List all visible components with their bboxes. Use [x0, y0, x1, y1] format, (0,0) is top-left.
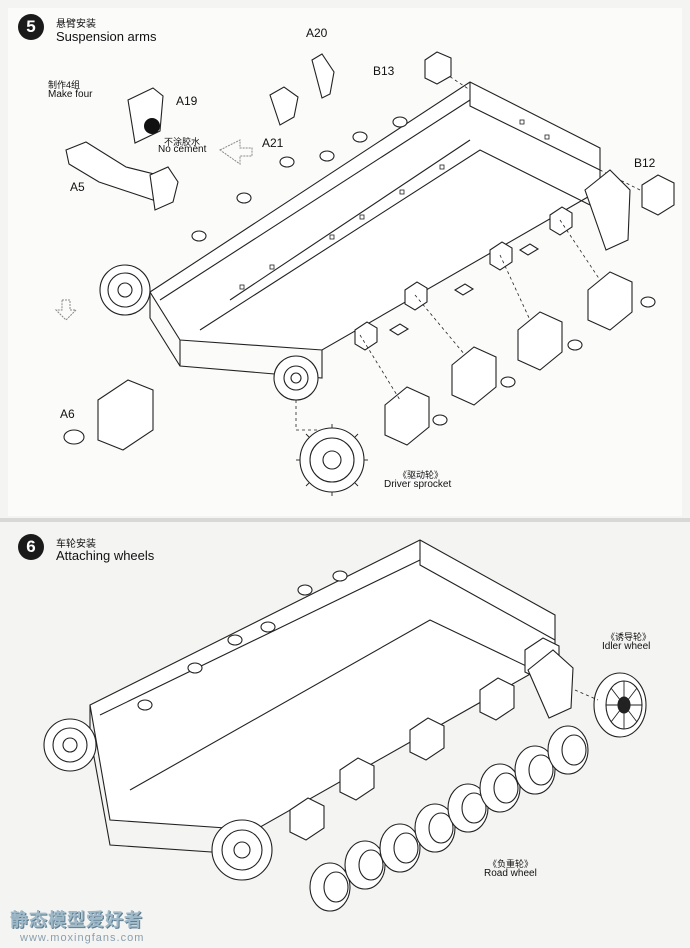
make-four-label: Make four: [48, 89, 93, 100]
part-label-b13: B13: [373, 64, 395, 78]
make-four-label-cn: 制作4组: [48, 80, 81, 90]
no-cement-label: No cement: [158, 144, 207, 155]
watermark-url: www.moxingfans.com: [20, 932, 145, 944]
step-6-title-en: Attaching wheels: [56, 548, 155, 563]
part-label-a21: A21: [262, 136, 284, 150]
watermark: 静态模型爱好者 www.moxingfans.com: [10, 906, 144, 944]
part-label-b12: B12: [634, 156, 656, 170]
idler-wheel-label: Idler wheel: [602, 641, 651, 652]
hatched-arrow-icon: [54, 139, 253, 321]
step-6-number-badge: 6: [18, 534, 44, 560]
part-label-a5: A5: [70, 180, 85, 194]
idler-wheel-label-cn: 《诱导轮》: [606, 632, 652, 642]
part-label-a6: A6: [60, 407, 75, 421]
no-cement-icon: [144, 118, 160, 134]
part-label-a20: A20: [306, 26, 328, 40]
driver-sprocket-label: Driver sprocket: [384, 479, 452, 490]
watermark-title: 静态模型爱好者: [10, 910, 143, 930]
step-5-number-badge: 5: [18, 14, 44, 40]
road-wheel-label-cn: 《负重轮》: [488, 859, 534, 869]
step-divider: [0, 518, 690, 522]
part-label-a19: A19: [176, 94, 198, 108]
step-5-title-cn: 悬臂安装: [56, 19, 96, 30]
no-cement-label-cn: 不涂胶水: [164, 137, 201, 147]
driver-sprocket-label-cn: 《驱动轮》: [398, 470, 444, 480]
road-wheel-label: Road wheel: [484, 868, 537, 879]
step-6-title-cn: 车轮安装: [56, 539, 96, 550]
step-5-title-en: Suspension arms: [56, 29, 157, 44]
